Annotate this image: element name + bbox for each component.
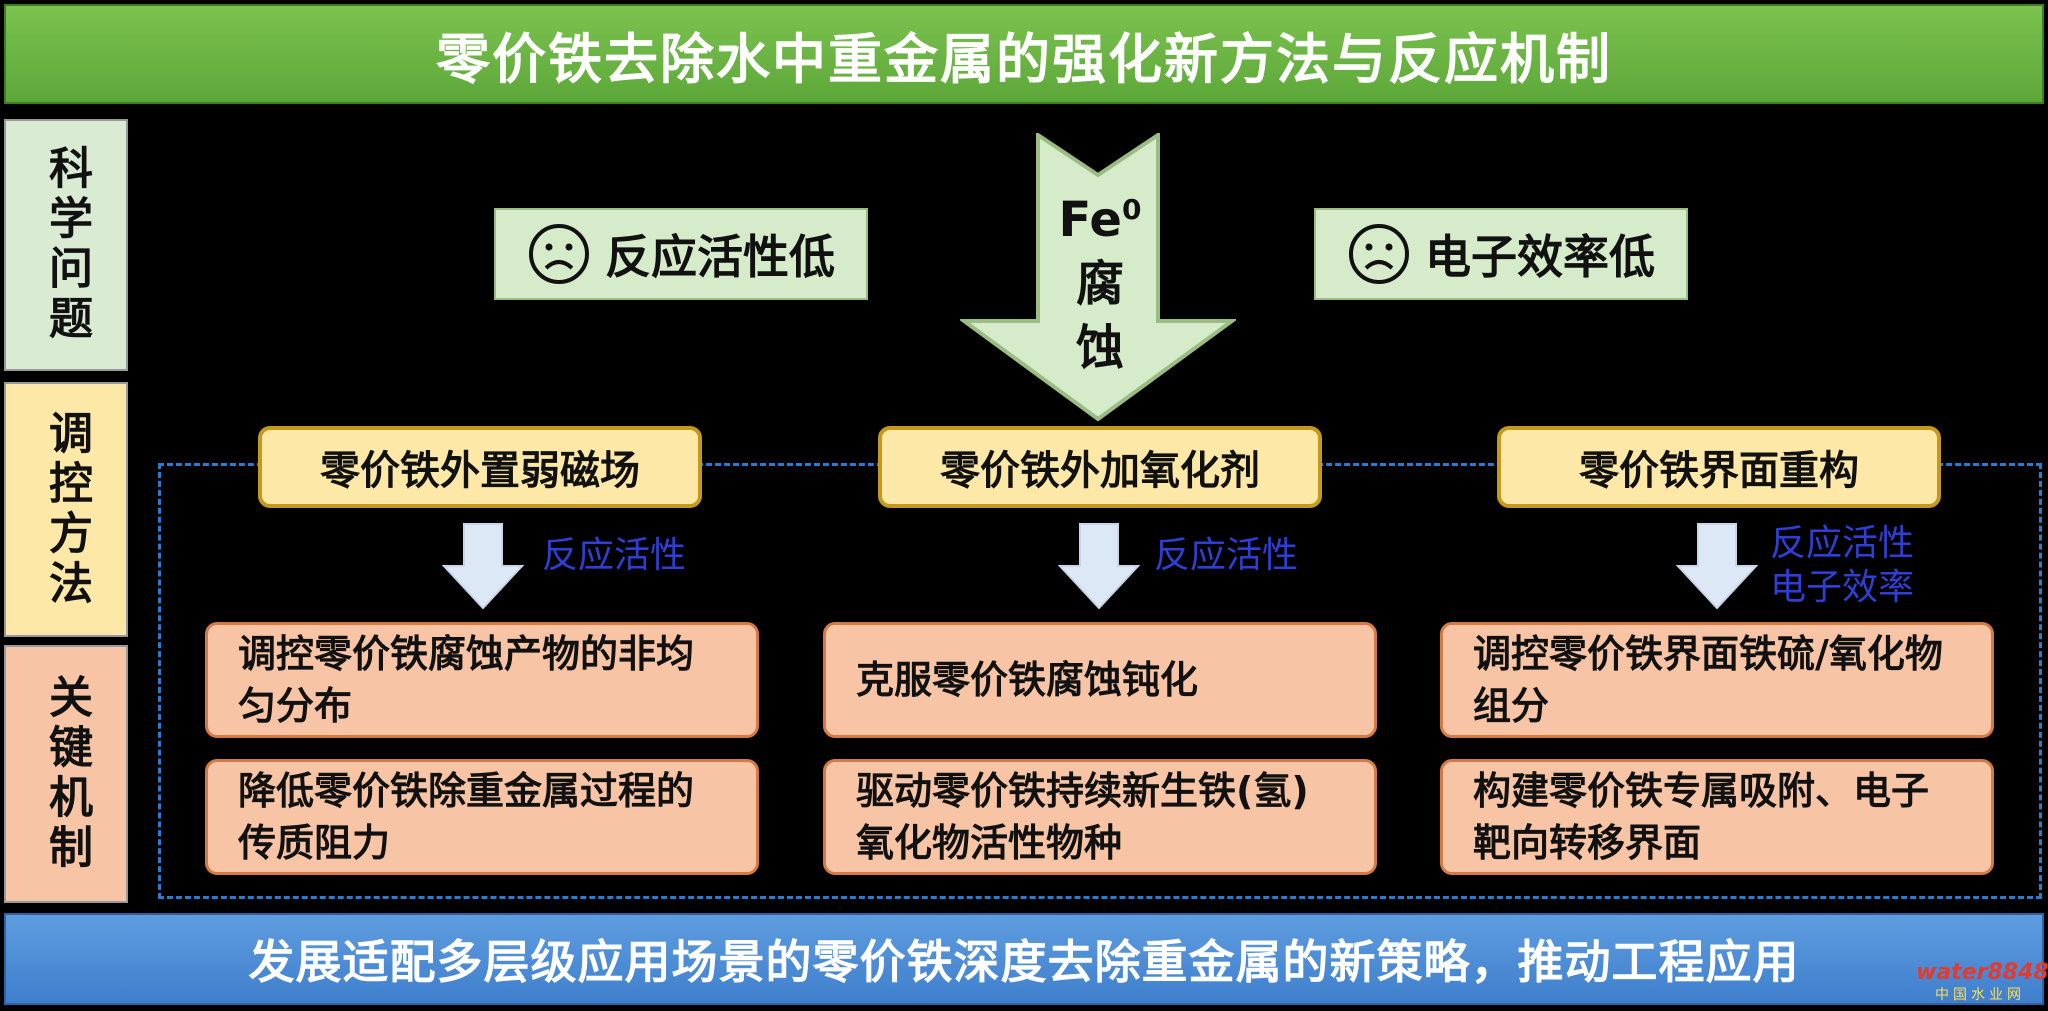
- side-label-control-method: 调控方法: [4, 382, 128, 637]
- corrosion-down-arrow: [960, 133, 1236, 422]
- problem-low-electron-efficiency: 电子效率低: [1314, 208, 1688, 300]
- mechanism-box: 驱动零价铁持续新生铁(氢)氧化物活性物种: [823, 759, 1377, 875]
- mechanism-box: 调控零价铁界面铁硫/氧化物组分: [1440, 622, 1994, 738]
- effect-label-reactivity: 反应活性: [542, 535, 687, 576]
- down-arrow-icon: [442, 523, 524, 610]
- method-interface-reconstruction: 零价铁界面重构: [1497, 426, 1941, 508]
- diagram-title: 零价铁去除水中重金属的强化新方法与反应机制: [436, 27, 1612, 91]
- side-label-key-mechanism: 关键机制: [4, 645, 128, 903]
- sad-face-icon: [527, 222, 591, 286]
- title-banner: 零价铁去除水中重金属的强化新方法与反应机制: [4, 4, 2044, 104]
- mechanism-box: 克服零价铁腐蚀钝化: [823, 622, 1377, 738]
- side-label-scientific-problem: 科学问题: [4, 119, 128, 371]
- method-oxidant-addition: 零价铁外加氧化剂: [878, 426, 1322, 508]
- down-arrow-icon: [1676, 523, 1758, 610]
- effect-label-reactivity: 反应活性: [1154, 535, 1299, 576]
- mechanism-box: 降低零价铁除重金属过程的传质阻力: [205, 759, 759, 875]
- down-arrow-icon: [1058, 523, 1140, 610]
- problem-low-reactivity: 反应活性低: [494, 208, 868, 300]
- mechanism-box: 调控零价铁腐蚀产物的非均匀分布: [205, 622, 759, 738]
- effect-label-reactivity-efficiency: 反应活性 电子效率: [1770, 523, 1915, 608]
- strategy-banner: 发展适配多层级应用场景的零价铁深度去除重金属的新策略，推动工程应用: [4, 913, 2044, 1005]
- method-weak-magnetic-field: 零价铁外置弱磁场: [258, 426, 702, 508]
- sad-face-icon: [1347, 222, 1411, 286]
- mechanism-box: 构建零价铁专属吸附、电子靶向转移界面: [1440, 759, 1994, 875]
- fe-corrosion-label: Fe0 腐 蚀: [1058, 192, 1142, 376]
- watermark-logo: water8848 中国水业网: [1916, 960, 2048, 1003]
